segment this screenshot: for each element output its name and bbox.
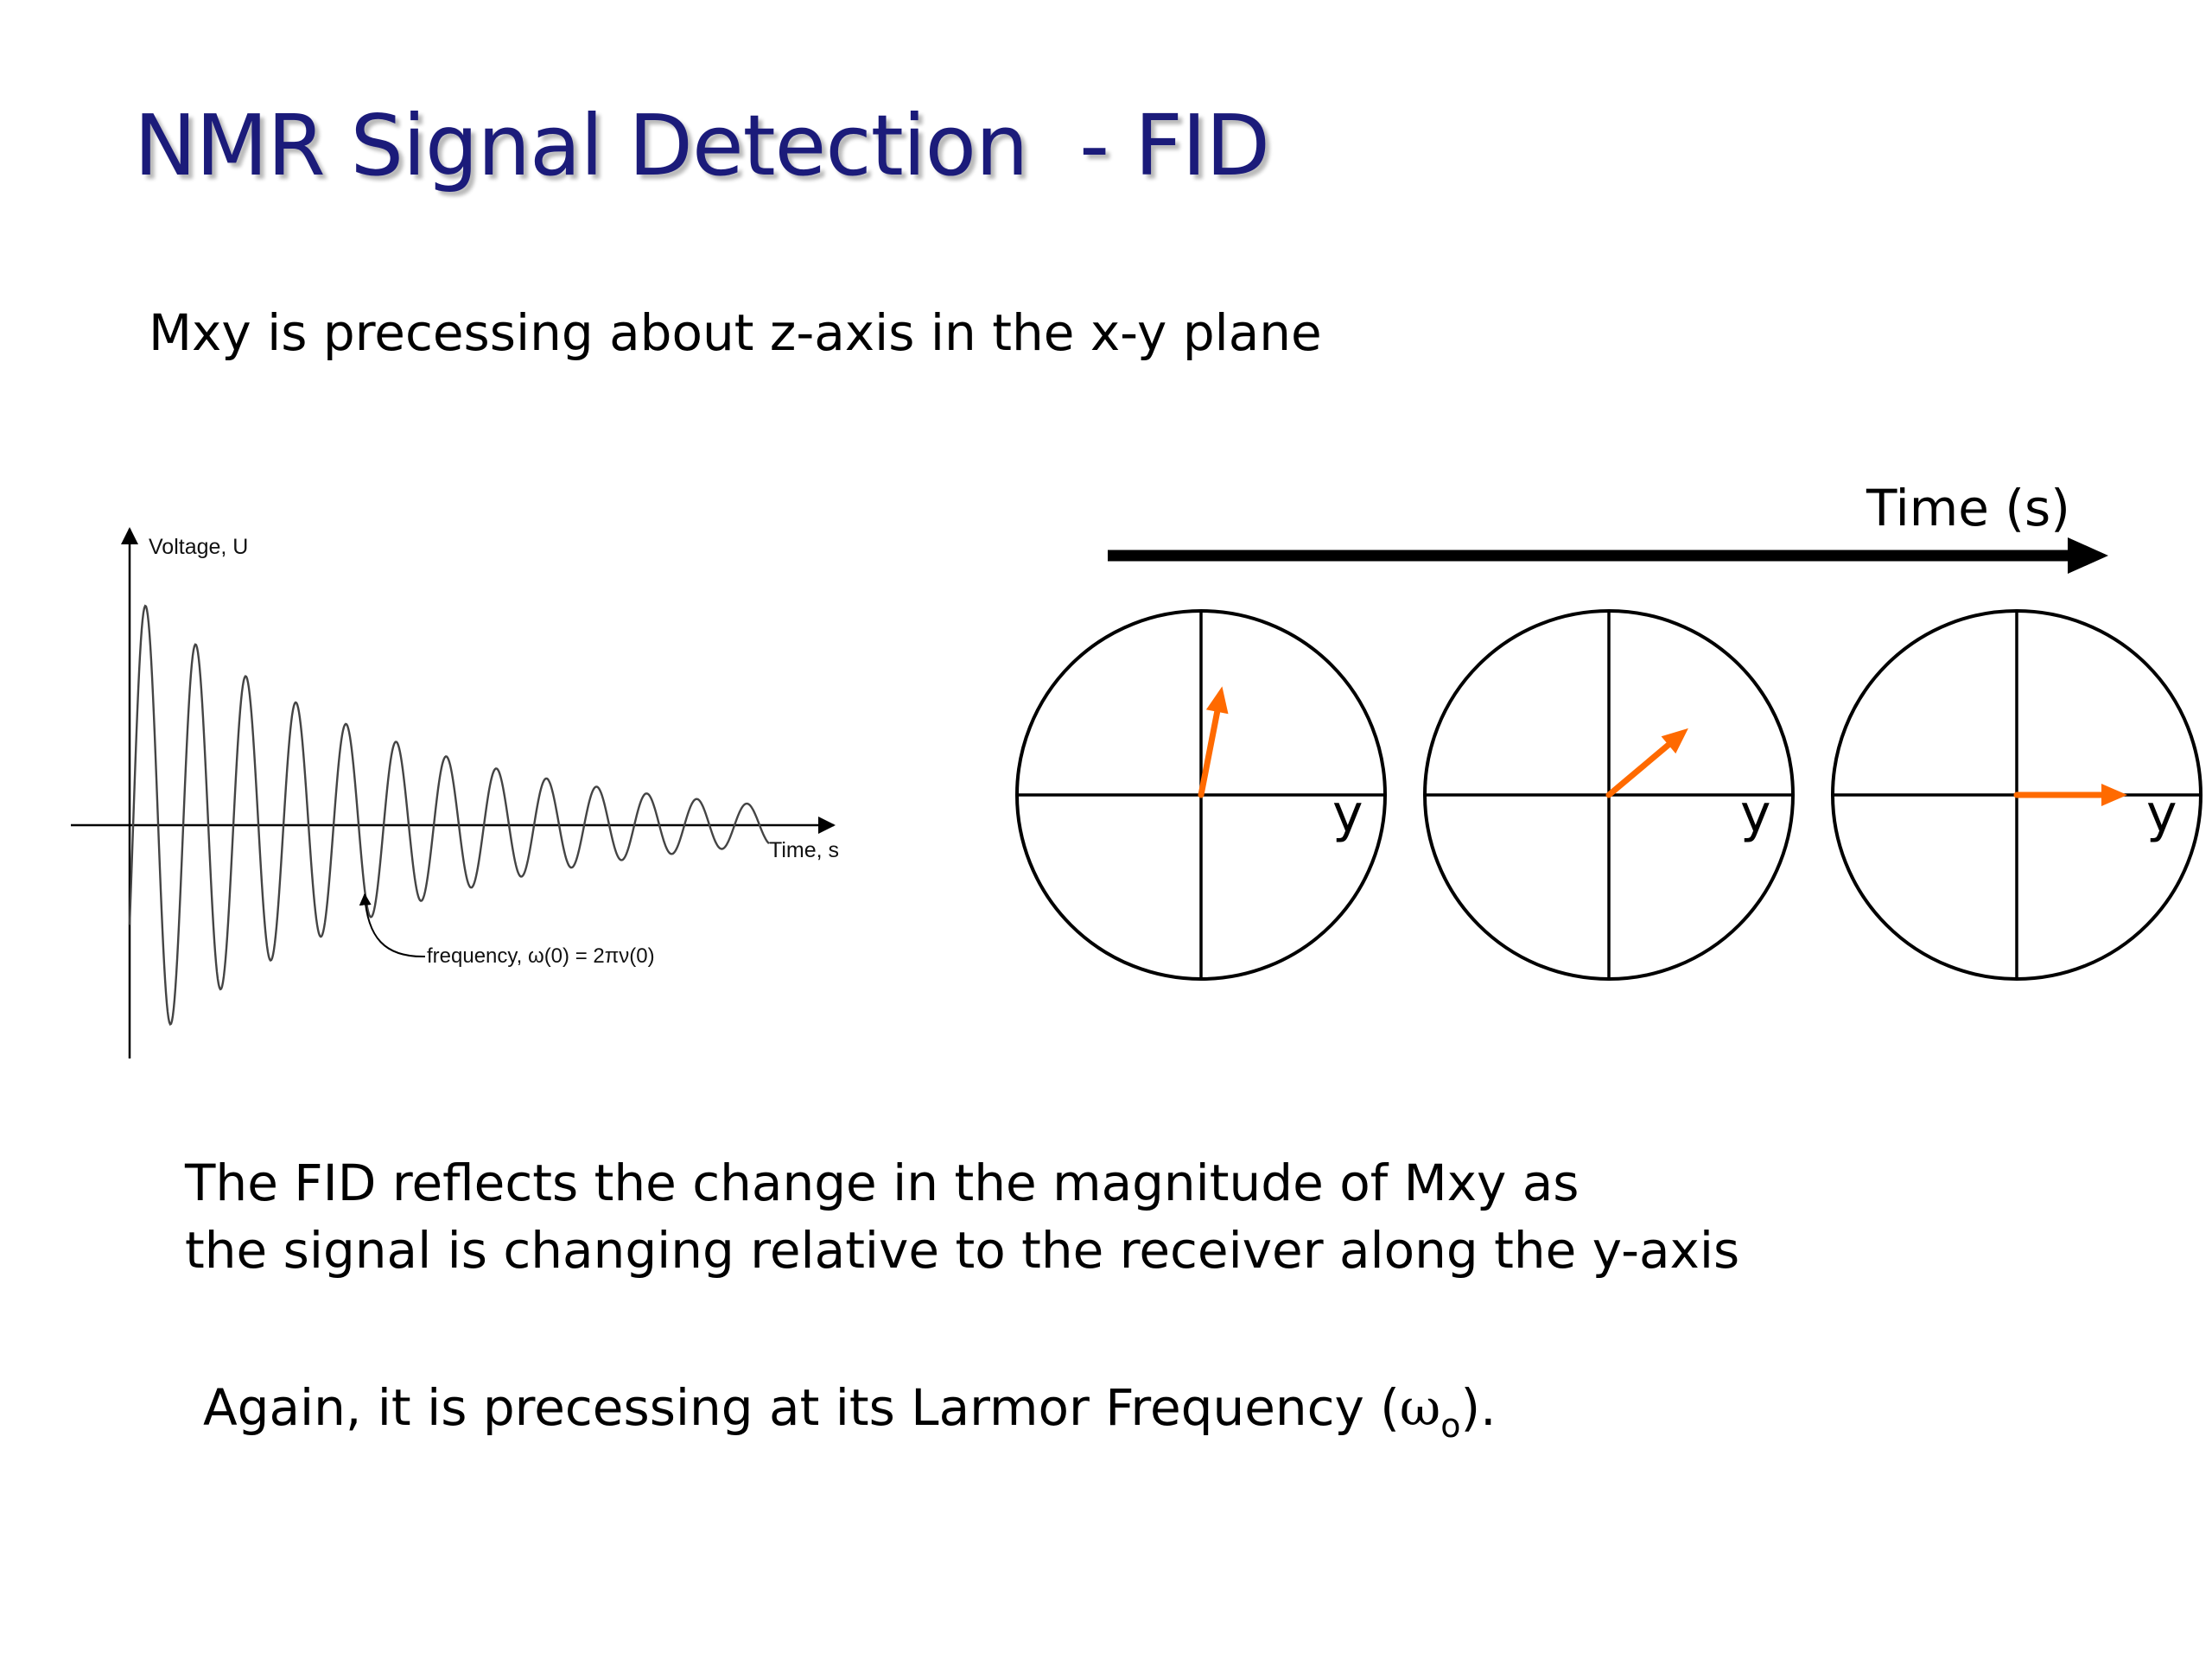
slide-title: NMR Signal Detection - FID: [134, 97, 1270, 194]
magnetization-vector-head: [1661, 728, 1688, 754]
y-axis-label: y: [1332, 784, 1363, 844]
larmor-text: Again, it is precessing at its Larmor Fr…: [203, 1374, 1497, 1459]
time-arrow-head: [2068, 537, 2108, 574]
omega-subscript: o: [1440, 1407, 1461, 1445]
larmor-prefix: Again, it is precessing at its Larmor Fr…: [203, 1378, 1400, 1437]
fid-decay-curve: [128, 604, 770, 1027]
fid-explanation-line-2: the signal is changing relative to the r…: [185, 1221, 1740, 1280]
precession-circle-1: y: [1015, 609, 1387, 981]
fid-x-axis-label: Time, s: [769, 838, 839, 862]
fid-y-axis-label: Voltage, U: [149, 535, 248, 559]
annotation-pointer: [359, 893, 426, 958]
frequency-annotation: frequency, ω(0) = 2πν(0): [427, 944, 655, 968]
fid-explanation-line-1: The FID reflects the change in the magni…: [185, 1154, 1580, 1212]
time-arrow-group: Time (s): [1108, 479, 2108, 574]
precession-circle-2: y: [1423, 609, 1795, 981]
y-axis-label: y: [1740, 784, 1771, 844]
fid-plot: Voltage, U Time, s frequency, ω(0) = 2πν…: [71, 527, 839, 1058]
y-axis-label: y: [2146, 784, 2177, 844]
magnetization-vector-head: [1205, 686, 1229, 715]
intro-text: Mxy is precessing about z-axis in the x-…: [149, 303, 1322, 362]
magnetization-vector: [1605, 741, 1672, 798]
magnetization-vector: [1198, 709, 1221, 798]
magnetization-vector-head: [2101, 784, 2127, 806]
larmor-suffix: ).: [1460, 1378, 1497, 1437]
omega-symbol: ω: [1399, 1378, 1441, 1437]
time-label: Time (s): [1866, 479, 2070, 537]
precession-circle-3: y: [1831, 609, 2202, 981]
